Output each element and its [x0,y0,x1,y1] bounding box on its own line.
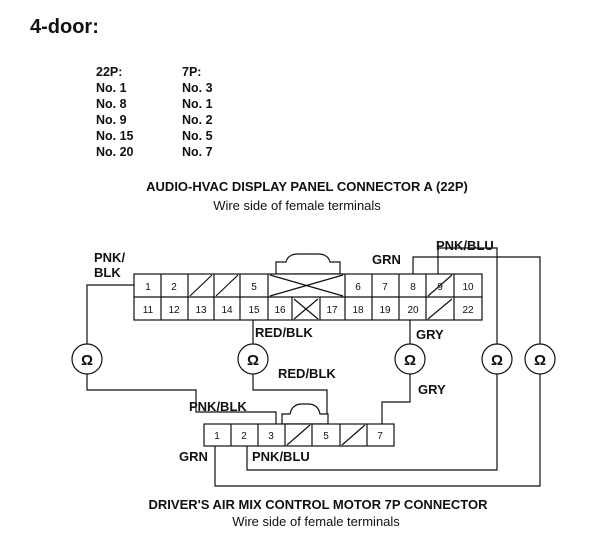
pin-a-18: 18 [352,305,364,316]
pin-a-6: 6 [355,282,361,293]
ohm-icon: Ω [81,352,93,369]
wire-label-pnk-blu: PNK/BLU [252,449,310,464]
pin-a-10: 10 [462,282,474,293]
pin-a-7: 7 [382,282,388,293]
connector-a-latch [275,253,341,275]
wire-label-pnk-blk: PNK/ [94,250,125,265]
wire-label-pnk-blu: PNK/BLU [436,238,494,253]
pin-table-header-7p: 7P: [182,65,201,79]
pin-a-14: 14 [221,305,233,316]
pin-a-20: 20 [407,305,419,316]
pin-b-1: 1 [214,431,220,442]
connector-a-title: AUDIO-HVAC DISPLAY PANEL CONNECTOR A (22… [146,179,468,194]
pin-table-cell: No. 8 [96,97,127,111]
ohmmeter-4: Ω [481,343,513,375]
ohmmeter-3: Ω [394,343,426,375]
pin-table-cell: No. 15 [96,129,134,143]
pin-b-3: 3 [268,431,274,442]
pin-a-5: 5 [251,282,257,293]
pin-table-cell: No. 5 [182,129,213,143]
wire-label-pnk-blk: BLK [94,265,121,280]
wire-label-red-blk: RED/BLK [255,325,313,340]
pin-a-9: 9 [437,282,443,293]
connector-b-subtitle: Wire side of female terminals [232,514,400,529]
pin-a-16: 16 [274,305,286,316]
pin-table-cell: No. 7 [182,145,213,159]
pin-a-22: 22 [462,305,474,316]
wire-label-grn: GRN [179,449,208,464]
wire-labels: PNK/ BLK GRN PNK/BLU RED/BLK GRY RED/BLK… [94,238,494,464]
pin-a-11: 11 [143,305,154,316]
pin-table-header-22p: 22P: [96,65,122,79]
pin-a-8: 8 [410,282,416,293]
wires [86,247,541,487]
pin-a-17: 17 [326,305,338,316]
wire-label-gry: GRY [416,327,444,342]
pin-a-2: 2 [171,282,177,293]
wire-label-gry: GRY [418,382,446,397]
pin-table-cell: No. 20 [96,145,134,159]
pin-table-cell: No. 3 [182,81,213,95]
pin-b-2: 2 [241,431,247,442]
ohmmeter-1: Ω [71,343,103,375]
pin-table: 22P: 7P: No. 1 No. 3 No. 8 No. 1 No. 9 N… [96,65,213,159]
pin-a-15: 15 [248,305,260,316]
ohm-icon: Ω [534,352,546,369]
pin-b-7: 7 [377,431,383,442]
connector-a-subtitle: Wire side of female terminals [213,198,381,213]
connector-a: 1 2 5 6 7 8 9 10 11 12 13 14 15 16 17 18… [133,253,483,321]
pin-table-cell: No. 1 [96,81,127,95]
pin-b-5: 5 [323,431,329,442]
connector-b-title: DRIVER'S AIR MIX CONTROL MOTOR 7P CONNEC… [149,497,489,512]
connector-b: 1 2 3 5 7 [203,403,395,447]
pin-table-cell: No. 1 [182,97,213,111]
pin-table-cell: No. 2 [182,113,213,127]
ohm-icon: Ω [491,352,503,369]
page-title: 4-door: [30,16,99,38]
pin-a-13: 13 [195,305,207,316]
pin-table-cell: No. 9 [96,113,127,127]
ohmmeters: Ω Ω Ω Ω Ω [71,343,556,375]
ohmmeter-5: Ω [524,343,556,375]
wire-label-pnk-blk: PNK/BLK [189,399,247,414]
ohm-icon: Ω [404,352,416,369]
pin-a-12: 12 [168,305,180,316]
pin-a-1: 1 [145,282,151,293]
connector-b-latch [281,403,329,425]
wire-label-red-blk: RED/BLK [278,366,336,381]
wire-label-grn: GRN [372,252,401,267]
ohmmeter-2: Ω [237,343,269,375]
pin-a-19: 19 [379,305,391,316]
ohm-icon: Ω [247,352,259,369]
